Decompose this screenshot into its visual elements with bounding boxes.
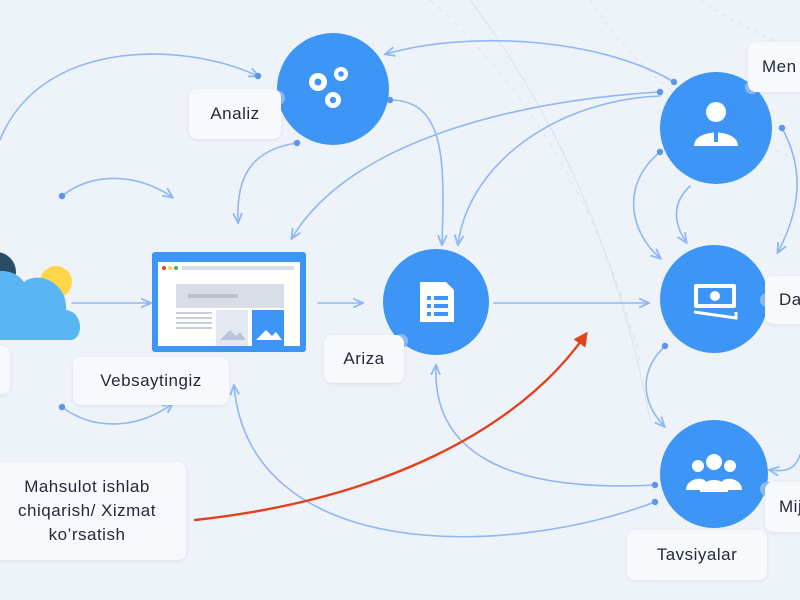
cloud-sun-icon: [0, 252, 80, 340]
mahsulot-label-line-3: ko’rsatish: [48, 525, 126, 544]
connector-mijozlar-ariza: [436, 366, 656, 487]
connector-analiz-website: [238, 142, 298, 222]
ariza-node[interactable]: [383, 249, 489, 355]
daromad-label-text: Da: [779, 290, 800, 309]
cloud-label-fragment[interactable]: [0, 346, 10, 394]
menejer-node[interactable]: [660, 72, 772, 184]
menejer-label-text: Men: [762, 57, 797, 76]
connector-menejer-daromad-left: [632, 151, 660, 258]
analiz-label[interactable]: Analiz: [189, 89, 281, 139]
mahsulot-label-line-2: chiqarish/ Xizmat: [18, 501, 156, 520]
money-icon: [693, 284, 738, 320]
connector-menejer-ariza: [458, 95, 661, 244]
connector-dots: [58, 72, 786, 506]
daromad-label[interactable]: Da: [765, 276, 800, 324]
connector-mijozlar-website: [234, 386, 656, 538]
menejer-label[interactable]: Men: [748, 42, 800, 92]
connector-weather-analiz: [0, 53, 258, 141]
background-arcs: [429, 0, 800, 421]
websayt-label[interactable]: Vebsaytingiz: [73, 357, 229, 405]
mijozlar-node[interactable]: [660, 420, 768, 528]
gears-icon: [309, 67, 348, 108]
tavsiyalar-label-text: Tavsiyalar: [656, 545, 738, 564]
websayt-label-text: Vebsaytingiz: [100, 371, 202, 390]
connector-left-curl-top: [61, 177, 172, 197]
mijozlar-label-text: Mij: [779, 497, 800, 516]
analiz-node[interactable]: [277, 33, 389, 145]
connector-analiz-ariza: [389, 99, 443, 244]
daromad-node[interactable]: [660, 245, 768, 353]
connector-daromad-mijozlar: [645, 345, 665, 426]
manager-person-icon: [694, 102, 738, 146]
ariza-label-text: Ariza: [343, 349, 385, 368]
customers-group-icon: [686, 454, 742, 492]
website-browser-icon: [152, 252, 306, 352]
mahsulot-label[interactable]: Mahsulot ishlab chiqarish/ Xizmat ko’rsa…: [0, 462, 186, 560]
mijozlar-label[interactable]: Mij: [765, 482, 800, 532]
highlight-arrow: [193, 331, 588, 522]
connector-menejer-right-curl: [778, 127, 798, 252]
tavsiyalar-label[interactable]: Tavsiyalar: [627, 530, 767, 580]
analiz-label-text: Analiz: [210, 104, 260, 123]
connector-right-curl-bottom: [770, 454, 800, 471]
ariza-label[interactable]: Ariza: [324, 335, 404, 383]
document-form-icon: [420, 282, 454, 322]
connector-menejer-website: [292, 91, 661, 238]
connector-lines: [0, 39, 800, 538]
connector-left-curl-bottom: [61, 404, 172, 425]
connector-menejer-daromad-right: [675, 185, 691, 242]
connector-menejer-analiz: [386, 39, 675, 83]
mahsulot-label-line-1: Mahsulot ishlab: [24, 477, 150, 496]
